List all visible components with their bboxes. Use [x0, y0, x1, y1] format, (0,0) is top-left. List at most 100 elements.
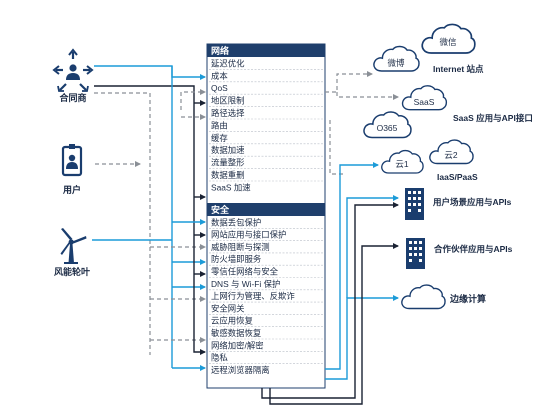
security-row-label: 远程浏览器隔离	[211, 365, 270, 375]
connector-encryption	[193, 228, 206, 355]
security-row-label: 安全网关	[211, 303, 245, 313]
edge-cloud-icon	[401, 284, 446, 310]
o365-label: O365	[377, 123, 398, 133]
network-arrows-icon	[52, 48, 94, 92]
id-badge-icon	[61, 144, 83, 177]
security-row: 网站应用与接口保护	[209, 228, 323, 240]
source-label-contractor: 合同商	[59, 92, 86, 103]
source-turbine: 风能轮叶	[54, 228, 90, 277]
source-contractor: 合同商	[52, 48, 94, 103]
security-row: 云应用恢复	[209, 314, 323, 326]
connector-to-saas	[336, 92, 399, 100]
network-row-label: 地区限制	[211, 96, 245, 106]
right-connectors	[261, 71, 399, 405]
building-icon	[405, 188, 424, 220]
source-label-user: 用户	[62, 184, 81, 195]
security-row-label: 敏感数据恢复	[211, 328, 262, 338]
network-row-label: 路径选择	[211, 108, 245, 118]
user-apps-label: 用户场景应用与APIs	[432, 197, 512, 207]
connector-to-user-apps	[261, 202, 399, 399]
network-row: 路由	[209, 118, 323, 130]
network-row: 流量整形	[209, 155, 323, 168]
internet-sites-label: Internet 站点	[433, 64, 484, 74]
user-apps-group: 用户场景应用与APIs	[405, 188, 512, 220]
connector-gray-right	[329, 120, 344, 175]
network-row-label: 数据加速	[211, 145, 245, 155]
security-row-label: 数据丢包保护	[211, 217, 261, 227]
security-row: 防火墙即服务	[209, 252, 323, 264]
weibo-label: 微博	[387, 58, 405, 68]
wind-turbine-icon	[60, 228, 87, 264]
connector-blue-to-apps	[346, 195, 399, 298]
iaas-label: IaaS/PaaS	[437, 172, 478, 182]
security-row: 数据丢包保护	[211, 217, 261, 227]
security-row: 远程浏览器隔离	[209, 363, 323, 375]
security-row-label: 防火墙即服务	[211, 254, 262, 264]
cloud2-label: 云2	[444, 150, 458, 160]
security-row-label: 零信任网络与安全	[211, 267, 279, 277]
network-row: 缓存	[209, 131, 323, 143]
network-row-label: SaaS 加速	[211, 182, 251, 192]
security-row: 网络加密/解密	[209, 338, 323, 350]
network-row: QoS	[209, 81, 323, 93]
saas-group: SaaS O365 SaaS 应用与API接口	[363, 85, 533, 139]
security-row-label: 隐私	[211, 353, 228, 363]
connector-contractor-cost	[94, 65, 206, 80]
security-header	[207, 203, 325, 216]
network-row-label: QoS	[211, 83, 228, 93]
connector-to-weibo	[325, 71, 373, 93]
security-row: 零信任网络与安全	[209, 264, 323, 277]
security-row: 隐私	[209, 350, 323, 363]
network-row: 数据重删	[209, 168, 323, 180]
connector-to-cloud1	[325, 162, 379, 370]
partner-apps-label: 合作伙伴应用与APIs	[433, 244, 513, 254]
connector-to-edge	[325, 295, 399, 380]
network-row-label: 数据重删	[211, 170, 245, 180]
network-row-label: 路由	[211, 120, 228, 130]
edge-computing-group: 边缘计算	[401, 284, 486, 310]
security-row-label: 威胁阻断与探测	[211, 242, 270, 252]
network-header-label: 网络	[211, 45, 229, 56]
network-row: 数据加速	[209, 143, 323, 155]
network-row-label: 缓存	[211, 133, 228, 143]
security-row: 敏感数据恢复	[209, 326, 323, 338]
network-row: 成本	[209, 69, 323, 81]
security-row-label: 网站应用与接口保护	[211, 230, 286, 240]
security-row-label: 云应用恢复	[211, 316, 253, 326]
source-user: 用户	[61, 144, 83, 195]
security-row: 威胁阻断与探测	[209, 240, 323, 252]
security-row: 上网行为管理、反欺诈	[209, 289, 323, 301]
network-row: SaaS 加速	[209, 180, 323, 192]
security-row-label: 网络加密/解密	[211, 340, 264, 350]
iaas-group: 云1 云2 IaaS/PaaS	[381, 139, 478, 182]
security-header-label: 安全	[211, 204, 230, 215]
edge-label: 边缘计算	[449, 293, 486, 304]
wechat-label: 微信	[439, 37, 457, 47]
network-header	[207, 44, 325, 57]
source-label-turbine: 风能轮叶	[54, 266, 90, 277]
security-row: DNS 与 Wi-Fi 保护	[209, 277, 323, 289]
network-row: 地区限制	[209, 93, 323, 106]
connector-qos	[180, 89, 206, 110]
connector-to-partner-apps	[269, 243, 399, 405]
network-row: 延迟优化	[211, 58, 245, 68]
network-row-label: 流量整形	[211, 158, 245, 168]
network-row: 路径选择	[209, 106, 323, 118]
internet-sites-group: 微博 微信 Internet 站点	[373, 23, 484, 74]
building-icon	[406, 238, 425, 269]
cloud1-label: 云1	[395, 159, 409, 169]
network-row-label: 成本	[211, 71, 228, 81]
security-row-label: 上网行为管理、反欺诈	[211, 291, 295, 301]
saas-apps-label: SaaS 应用与API接口	[453, 113, 533, 123]
security-row-label: DNS 与 Wi-Fi 保护	[211, 279, 280, 289]
connector-contractor-trunk	[94, 85, 195, 228]
saas-cloud-label: SaaS	[414, 97, 435, 107]
left-connectors	[92, 65, 206, 371]
security-row: 安全网关	[209, 301, 323, 313]
